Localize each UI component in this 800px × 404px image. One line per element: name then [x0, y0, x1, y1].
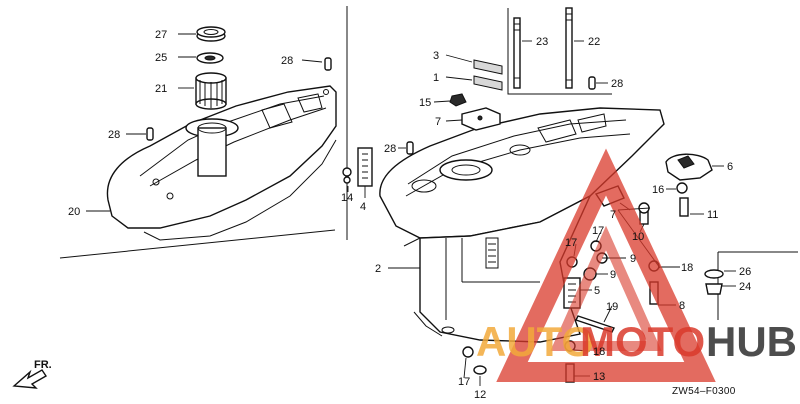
- callout-8: 8: [679, 300, 685, 312]
- callout-28-mid: 28: [384, 143, 396, 155]
- callout-23: 23: [536, 36, 548, 48]
- callout-19: 19: [606, 301, 618, 313]
- callout-20: 20: [68, 206, 80, 218]
- callout-22: 22: [588, 36, 600, 48]
- front-arrow-icon: [12, 369, 47, 389]
- callout-26: 26: [739, 266, 751, 278]
- studs: [513, 7, 573, 89]
- callout-28-top: 28: [281, 55, 293, 67]
- callout-7-top: 7: [435, 116, 441, 128]
- callout-27: 27: [155, 29, 167, 41]
- diagram-code: ZW54–F0300: [672, 386, 736, 397]
- callout-13: 13: [593, 371, 605, 383]
- callout-3: 3: [433, 50, 439, 62]
- callout-9-upper: 9: [630, 253, 636, 265]
- callout-11: 11: [707, 209, 718, 221]
- callout-2: 2: [375, 263, 381, 275]
- callout-18-lower: 18: [593, 346, 605, 358]
- watermark-triangle-inner-icon: [550, 225, 662, 351]
- callout-28-left: 28: [108, 129, 120, 141]
- callout-15: 15: [419, 97, 431, 109]
- watermark: AUTO MOTO HUB: [476, 148, 797, 382]
- watermark-triangle-icon: [496, 148, 716, 382]
- callout-4: 4: [360, 201, 366, 213]
- small-parts-left: [342, 147, 373, 187]
- callout-9-lower: 9: [610, 269, 616, 281]
- callout-17-upper: 17: [592, 225, 604, 237]
- dowel-pins: [146, 57, 596, 155]
- callout-12: 12: [474, 389, 486, 401]
- callout-25: 25: [155, 52, 167, 64]
- front-arrow: FR.: [12, 359, 52, 389]
- watermark-hub: HUB: [706, 318, 797, 365]
- callout-14: 14: [341, 192, 353, 204]
- callout-6: 6: [727, 161, 733, 173]
- callout-17-mid: 17: [565, 237, 577, 249]
- front-label: FR.: [34, 359, 52, 371]
- callout-18-upper: 18: [681, 262, 693, 274]
- callouts: 27 25 21 28 28 20 14 4 3 1 15 7 28 23 22…: [68, 29, 751, 401]
- mount-parts: [449, 59, 503, 131]
- upper-housing-left: [106, 85, 337, 241]
- callout-21: 21: [155, 83, 167, 95]
- callout-24: 24: [739, 281, 751, 293]
- callout-17-lower: 17: [458, 376, 470, 388]
- callout-7-right: 7: [610, 209, 616, 221]
- callout-10: 10: [632, 231, 644, 243]
- callout-16: 16: [652, 184, 664, 196]
- callout-28-right: 28: [611, 78, 623, 90]
- callout-1: 1: [433, 72, 439, 84]
- watermark-auto: AUTO: [476, 318, 594, 365]
- watermark-moto: MOTO: [580, 318, 705, 365]
- callout-5: 5: [594, 285, 600, 297]
- bearing-stack: [195, 26, 227, 110]
